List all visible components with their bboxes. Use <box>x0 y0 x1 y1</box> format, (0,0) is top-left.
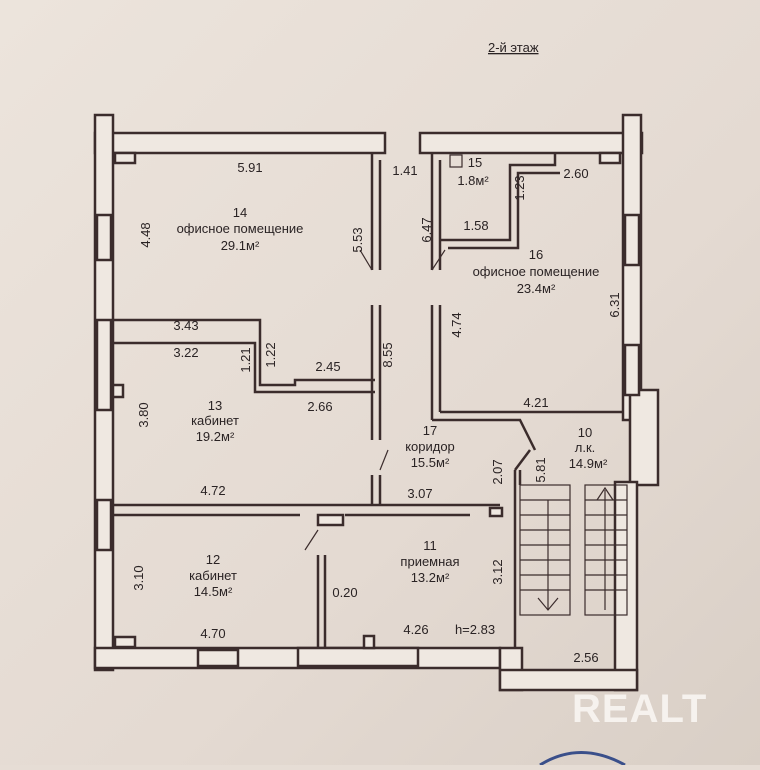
svg-text:1.58: 1.58 <box>463 218 488 233</box>
svg-text:офисное помещение: офисное помещение <box>473 264 600 279</box>
svg-text:5.91: 5.91 <box>237 160 262 175</box>
room-17-label: 17 коридор 15.5м² <box>405 423 455 470</box>
room-14-label: 14 офисное помещение 29.1м² <box>177 205 304 253</box>
svg-text:3.43: 3.43 <box>173 318 198 333</box>
svg-text:23.4м²: 23.4м² <box>517 281 556 296</box>
svg-text:2.60: 2.60 <box>563 166 588 181</box>
svg-text:л.к.: л.к. <box>575 440 596 455</box>
svg-text:1.22: 1.22 <box>263 342 278 367</box>
svg-text:14.9м²: 14.9м² <box>569 456 608 471</box>
svg-text:4.21: 4.21 <box>523 395 548 410</box>
svg-text:5.53: 5.53 <box>350 227 365 252</box>
svg-text:13.2м²: 13.2м² <box>411 570 450 585</box>
svg-text:4.70: 4.70 <box>200 626 225 641</box>
svg-text:15.5м²: 15.5м² <box>411 455 450 470</box>
svg-text:4.48: 4.48 <box>138 222 153 247</box>
svg-text:3.22: 3.22 <box>173 345 198 360</box>
svg-text:14: 14 <box>233 205 247 220</box>
floor-title: 2-й этаж <box>488 40 539 55</box>
room-16-label: 16 офисное помещение 23.4м² <box>473 247 600 296</box>
room-11-label: 11 приемная 13.2м² <box>400 538 459 585</box>
room-12-label: 12 кабинет 14.5м² <box>189 552 237 599</box>
svg-text:8.55: 8.55 <box>380 342 395 367</box>
interior-walls <box>111 153 623 650</box>
svg-text:19.2м²: 19.2м² <box>196 429 235 444</box>
watermark-logo: REALT <box>572 687 707 731</box>
svg-text:14.5м²: 14.5м² <box>194 584 233 599</box>
svg-text:5.81: 5.81 <box>533 457 548 482</box>
ceiling-height: h=2.83 <box>455 622 495 637</box>
svg-text:11: 11 <box>423 538 437 553</box>
svg-text:1.8м²: 1.8м² <box>457 173 489 188</box>
svg-text:1.21: 1.21 <box>238 347 253 372</box>
svg-text:15: 15 <box>468 155 482 170</box>
svg-text:1.41: 1.41 <box>392 163 417 178</box>
svg-text:2.56: 2.56 <box>573 650 598 665</box>
dimension-labels: 5.91 4.48 5.53 1.41 6.47 1.23 2.60 1.58 … <box>131 160 622 665</box>
svg-text:кабинет: кабинет <box>189 568 237 583</box>
staircase <box>513 449 628 648</box>
svg-text:6.47: 6.47 <box>419 217 434 242</box>
svg-text:3.10: 3.10 <box>131 565 146 590</box>
room-15-label: 15 1.8м² <box>457 155 489 188</box>
outer-walls <box>93 113 660 692</box>
svg-text:3.07: 3.07 <box>407 486 432 501</box>
svg-text:офисное помещение: офисное помещение <box>177 221 304 236</box>
svg-text:2.66: 2.66 <box>307 399 332 414</box>
svg-text:кабинет: кабинет <box>191 413 239 428</box>
svg-text:16: 16 <box>529 247 543 262</box>
svg-text:2.07: 2.07 <box>490 459 505 484</box>
svg-text:12: 12 <box>206 552 220 567</box>
svg-text:3.80: 3.80 <box>136 402 151 427</box>
svg-text:13: 13 <box>208 398 222 413</box>
svg-text:приемная: приемная <box>400 554 459 569</box>
svg-text:4.26: 4.26 <box>403 622 428 637</box>
svg-text:10: 10 <box>578 425 592 440</box>
room-10-label: 10 л.к. 14.9м² <box>569 425 608 471</box>
room-13-label: 13 кабинет 19.2м² <box>191 398 239 444</box>
svg-text:17: 17 <box>423 423 437 438</box>
svg-text:29.1м²: 29.1м² <box>221 238 260 253</box>
svg-text:0.20: 0.20 <box>332 585 357 600</box>
svg-text:коридор: коридор <box>405 439 455 454</box>
svg-text:1.23: 1.23 <box>512 175 527 200</box>
svg-text:4.72: 4.72 <box>200 483 225 498</box>
svg-text:3.12: 3.12 <box>490 559 505 584</box>
stamp-fragment <box>539 751 626 767</box>
svg-text:2.45: 2.45 <box>315 359 340 374</box>
svg-text:6.31: 6.31 <box>607 292 622 317</box>
svg-text:4.74: 4.74 <box>449 312 464 337</box>
